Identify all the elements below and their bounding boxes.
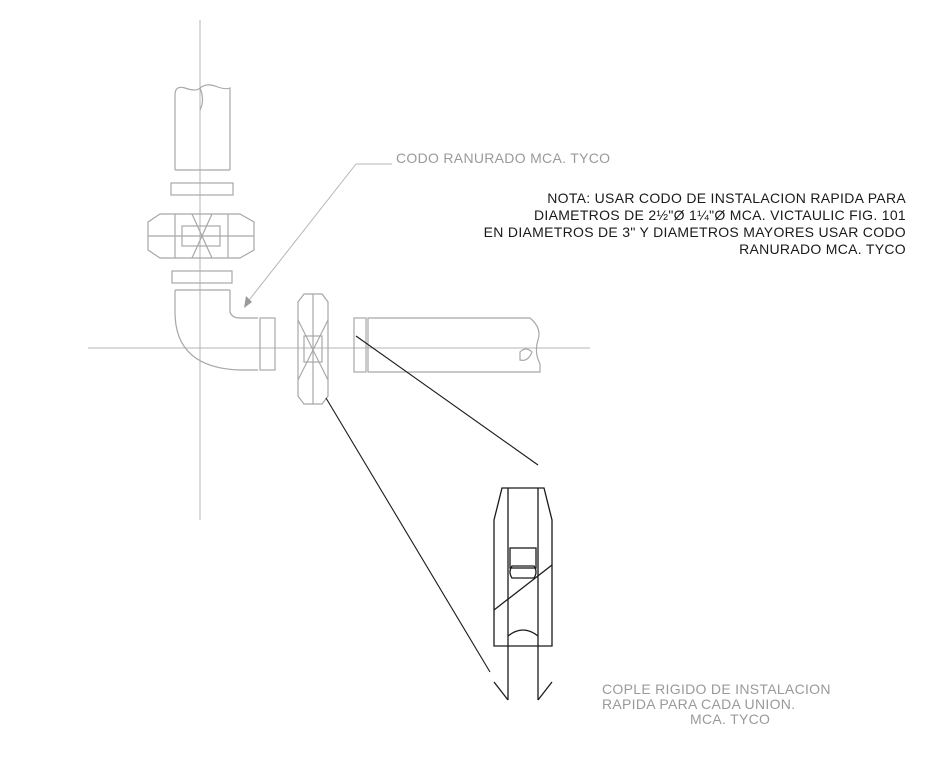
elbow-callout-arrowhead [244,296,252,308]
note-line-2: DIAMETROS DE 2½"Ø 1¼"Ø MCA. VICTAULIC FI… [533,207,906,223]
coupling-detail-enlarged [493,487,553,701]
elbow-callout-label: CODO RANURADO MCA. TYCO [396,150,611,166]
note-line-1: NOTA: USAR CODO DE INSTALACION RAPIDA PA… [547,190,906,206]
note-line-4: RANURADO MCA. TYCO [739,241,906,257]
coupling-line-3: MCA. TYCO [690,711,771,727]
elbow-callout-leader [245,163,392,305]
right-coupling [297,293,329,405]
note-line-3: EN DIAMETROS DE 3" Y DIAMETROS MAYORES U… [483,224,906,240]
coupling-callout: COPLE RIGIDO DE INSTALACION RAPIDA PARA … [602,682,831,727]
grooved-elbow [171,270,276,371]
center-lines [88,20,590,520]
right-horizontal-pipe [353,317,541,373]
installation-note: NOTA: USAR CODO DE INSTALACION RAPIDA PA… [484,190,906,258]
coupling-line-1: COPLE RIGIDO DE INSTALACION [602,681,831,697]
upper-coupling [147,213,255,259]
upper-vertical-pipe [170,84,234,196]
detail-leader-lines [325,335,539,673]
coupling-line-2: RAPIDA PARA CADA UNION. [602,696,796,712]
